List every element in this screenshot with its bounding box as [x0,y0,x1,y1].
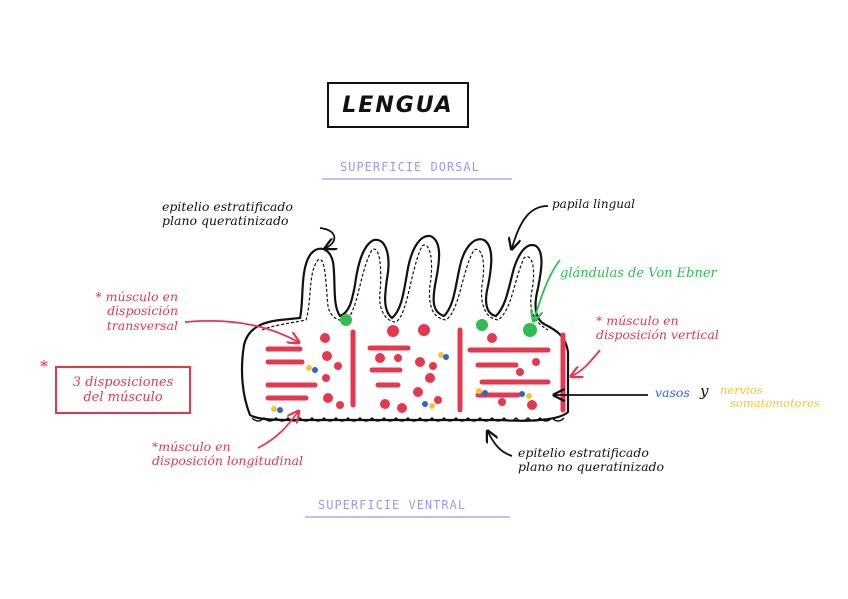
label-musculo-longitudinal: *músculo en disposición longitudinal [152,439,304,469]
label-musculo-transversal: * músculo en disposición transversal [95,289,178,333]
ventral-epithelium [251,417,565,422]
epithelium-inner-line [261,244,549,331]
arrow-transversal [184,320,298,342]
arrow-longitudinal [257,412,298,449]
label-musculo-vertical: * músculo en disposición vertical [596,313,719,343]
asterisk-mark: * [40,357,48,376]
label-epitelio-queratinizado: epitelio estratificado plano queratiniza… [162,199,293,229]
surface-dorsal-underline [322,178,512,180]
label-y: y [700,382,709,400]
label-papila-lingual: papila lingual [552,197,635,211]
page-title: LENGUA [327,82,469,128]
arrow-glandulas [534,259,561,320]
label-glandulas-von-ebner: glándulas de Von Ebner [560,266,717,281]
gland [523,323,537,337]
surface-dorsal-label: SUPERFICIE DORSAL [340,160,480,174]
label-vasos: vasos [655,385,690,400]
gland [476,319,488,331]
label-nervios: nervios somatomotores [720,383,820,411]
arrow-epitelio-queratinizado [319,227,334,248]
gland [340,314,352,326]
label-epitelio-no-queratinizado: epitelio estratificado plano no queratin… [518,445,665,475]
arrow-epitelio-no-queratinizado [488,432,513,457]
box-tres-disposiciones: 3 disposiciones del músculo [55,366,191,414]
surface-ventral-label: SUPERFICIE VENTRAL [318,498,467,512]
muscle-transversal [320,324,540,413]
arrow-papila [512,205,549,248]
tongue-outline [240,234,570,422]
muscle-longitudinal [265,345,551,401]
vessels-nerves [271,352,532,413]
surface-ventral-underline [305,516,510,518]
arrow-vertical [572,349,601,376]
